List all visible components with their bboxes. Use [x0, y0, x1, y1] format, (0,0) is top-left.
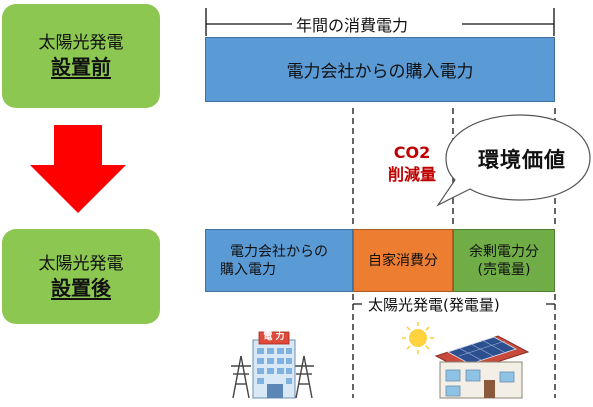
purchase-bar-before-label: 電力会社からの購入電力 — [286, 62, 474, 82]
purchase-bar-before: 電力会社からの購入電力 — [205, 37, 555, 102]
purchase-segment: 電力会社からの 購入電力 — [205, 229, 353, 292]
surplus-line2: (売電量) — [477, 261, 531, 278]
surplus-segment: 余剰電力分 (売電量) — [453, 229, 555, 292]
before-line2: 設置前 — [51, 55, 111, 79]
power-company-sign: 電 力 — [263, 332, 285, 342]
purchase-segment-line1: 電力会社からの — [230, 243, 328, 260]
solar-generation-label: 太陽光発電(発電量) — [368, 296, 500, 314]
purchase-segment-line2: 購入電力 — [220, 261, 276, 278]
after-line2: 設置後 — [51, 275, 111, 300]
annual-consumption-label: 年間の消費電力 — [296, 16, 409, 35]
down-arrow-icon — [30, 125, 126, 213]
after-box: 太陽光発電 設置後 — [2, 229, 160, 324]
co2-line1: CO2 — [393, 143, 431, 162]
before-box: 太陽光発電 設置前 — [2, 4, 160, 108]
before-line1: 太陽光発電 — [38, 33, 124, 53]
self-consumption-segment: 自家消費分 — [353, 229, 453, 292]
co2-reduction-label: CO2 削減量 — [382, 142, 442, 186]
environmental-value-text: 環境価値 — [478, 148, 566, 172]
co2-line2: 削減量 — [387, 165, 436, 184]
after-line1: 太陽光発電 — [38, 253, 124, 274]
surplus-line1: 余剰電力分 — [469, 243, 539, 260]
self-consumption-label: 自家消費分 — [368, 252, 438, 269]
